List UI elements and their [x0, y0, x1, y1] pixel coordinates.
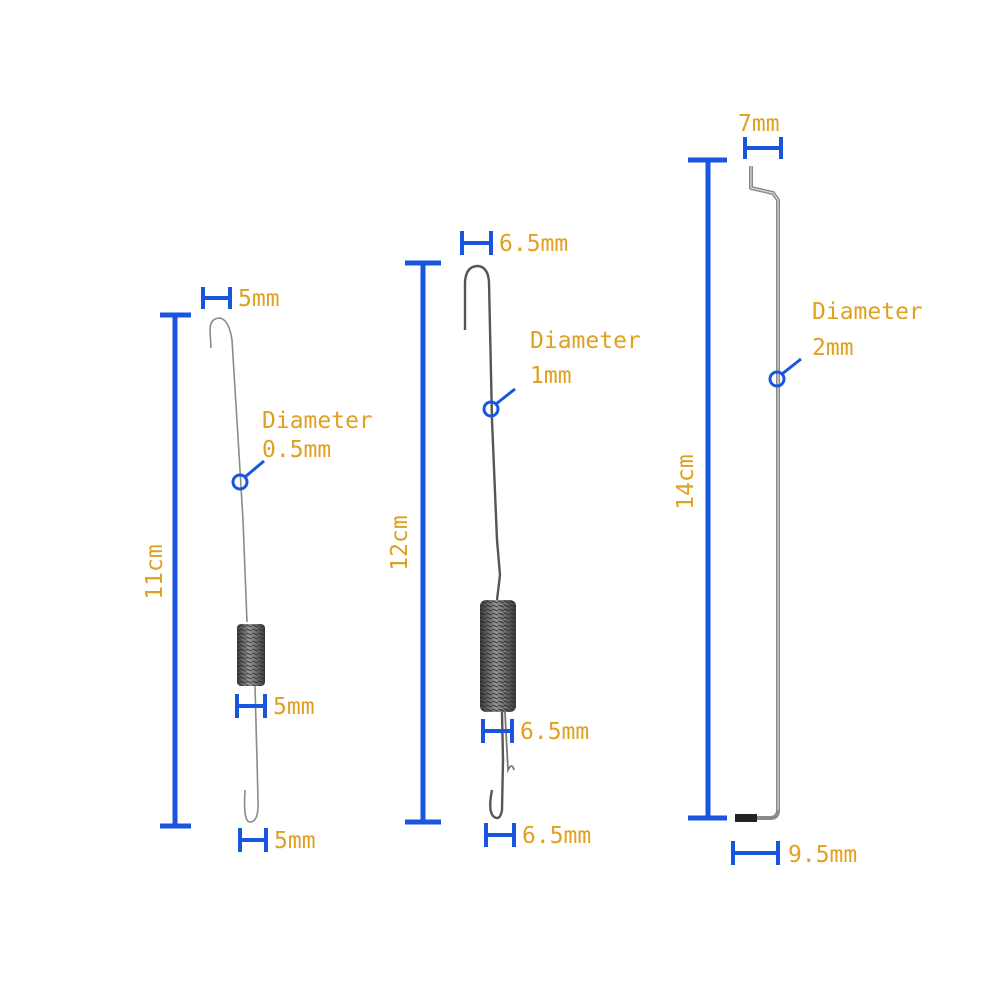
- spring-2-bottom-hook-tail: [504, 711, 515, 774]
- top-hook-label-1: 5mm: [238, 286, 280, 312]
- diameter-label-1: Diameter: [262, 408, 373, 434]
- rod-3-highlight: [750, 166, 779, 810]
- spring-part-2: 12cm 6.5mm Diameter 1mm 6.5mm 6.5mm: [387, 231, 641, 849]
- top-hook-dimension-2: [460, 231, 493, 255]
- spring-width-dimension-1: [235, 694, 267, 718]
- diameter-label-2: Diameter: [530, 328, 641, 354]
- length-dimension-2: [405, 260, 441, 825]
- spring-1-coil-windings: [237, 624, 265, 686]
- length-label-1: 11cm: [142, 544, 168, 599]
- spring-width-label-1: 5mm: [273, 694, 315, 720]
- bottom-hook-dimension-1: [238, 828, 268, 852]
- spring-1-wire: [209, 317, 259, 823]
- bottom-bend-label-3: 9.5mm: [788, 842, 857, 868]
- spring-2-coil-windings: [480, 600, 516, 712]
- spring-2-wire: [463, 264, 505, 820]
- rod-3-end: [735, 814, 757, 822]
- top-hook-label-3: 7mm: [738, 111, 780, 137]
- bottom-bend-dimension-3: [731, 841, 780, 865]
- diameter-pointer-3: [768, 357, 802, 388]
- diameter-value-1: 0.5mm: [262, 437, 331, 463]
- top-hook-dimension-3: [743, 137, 783, 159]
- length-dimension-1: [160, 312, 191, 829]
- bottom-hook-label-2: 6.5mm: [522, 823, 591, 849]
- length-label-3: 14cm: [673, 454, 699, 509]
- bottom-hook-label-1: 5mm: [274, 828, 316, 854]
- rod-3-body: [737, 166, 780, 820]
- diameter-value-2: 1mm: [530, 363, 572, 389]
- top-hook-dimension-1: [201, 287, 232, 309]
- rod-part-3: 14cm 7mm Diameter 2mm 9.5mm: [673, 111, 923, 868]
- diameter-pointer-2: [482, 387, 516, 418]
- diameter-pointer-1: [231, 459, 265, 491]
- spring-part-1: 11cm 5mm Diameter 0.5mm 5mm 5mm: [142, 286, 373, 854]
- spring-width-label-2: 6.5mm: [520, 719, 589, 745]
- diameter-label-3: Diameter: [812, 299, 923, 325]
- diameter-value-3: 2mm: [812, 335, 854, 361]
- bottom-hook-dimension-2: [484, 823, 516, 847]
- length-dimension-3: [688, 157, 727, 821]
- spring-width-dimension-2: [481, 719, 514, 743]
- top-hook-label-2: 6.5mm: [499, 231, 568, 257]
- length-label-2: 12cm: [387, 515, 413, 570]
